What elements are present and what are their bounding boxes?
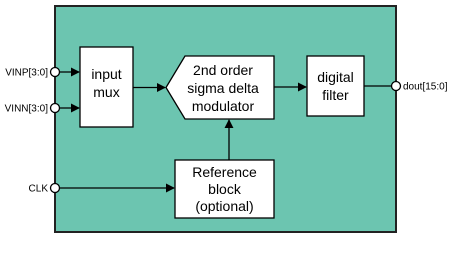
vinp-port-label: VINP[3:0] [5, 68, 48, 79]
digital-filter-label-line2: filter [322, 87, 349, 103]
dout-port-terminal[interactable] [390, 80, 402, 92]
dout-port-label: dout[15:0] [403, 82, 448, 93]
digital-filter-label-line1: digital [317, 69, 354, 85]
input-mux-label-line1: input [91, 66, 121, 82]
reference-block-label-line3: (optional) [195, 198, 253, 214]
modulator-label-line2: sigma delta [187, 80, 259, 96]
clk-port-label: CLK [29, 184, 49, 195]
input-mux-block[interactable]: input mux [79, 46, 134, 128]
vinn-port-terminal[interactable] [49, 102, 61, 114]
reference-block-label-line2: block [208, 181, 242, 197]
vinp-port-terminal[interactable] [49, 66, 61, 78]
modulator-label-line1: 2nd order [193, 62, 253, 78]
vinn-port-label: VINN[3:0] [5, 104, 49, 115]
reference-block[interactable]: Reference block (optional) [174, 159, 275, 219]
digital-filter-block[interactable]: digital filter [306, 55, 365, 117]
reference-block-label-line1: Reference [192, 164, 257, 180]
input-mux-label-line2: mux [93, 84, 119, 100]
modulator-label-line3: modulator [192, 98, 255, 114]
clk-port-terminal[interactable] [49, 182, 61, 194]
sigma-delta-modulator-block[interactable]: 2nd order sigma delta modulator [165, 55, 275, 120]
